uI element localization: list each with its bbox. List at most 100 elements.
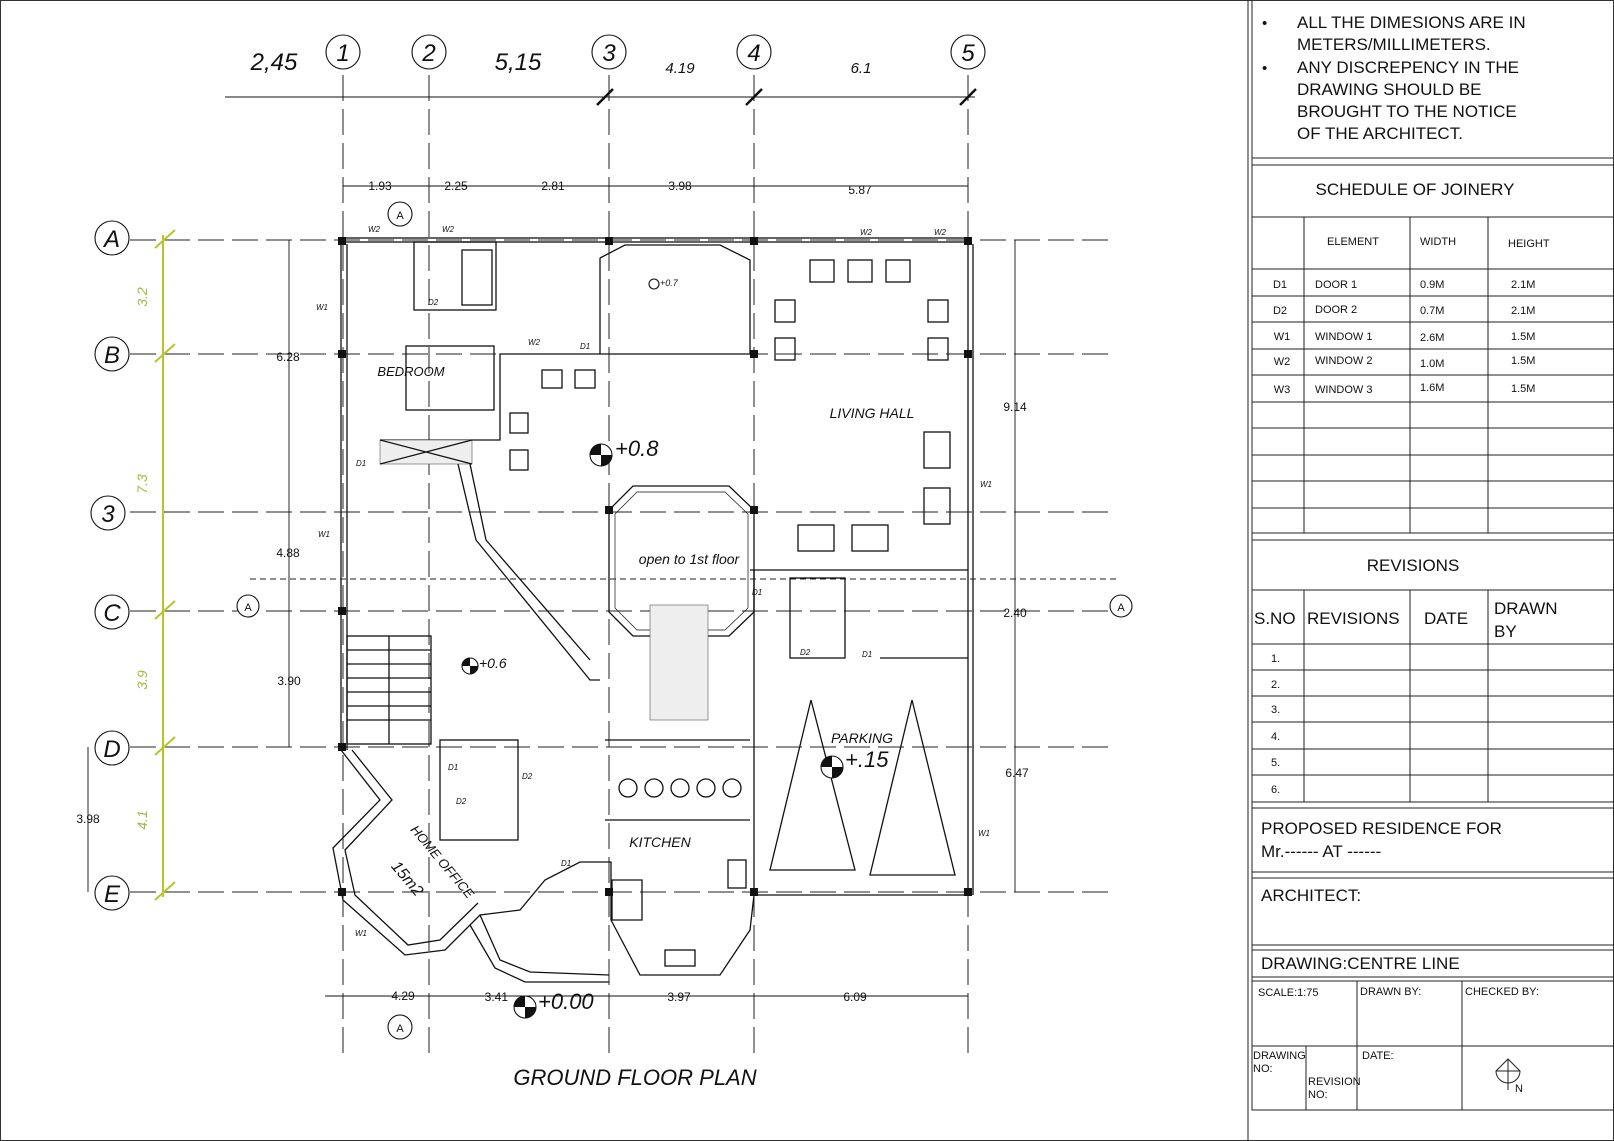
svg-text:PROPOSED RESIDENCE FOR: PROPOSED RESIDENCE FOR	[1261, 819, 1502, 838]
svg-text:D1: D1	[752, 588, 762, 597]
svg-text:METERS/MILLIMETERS.: METERS/MILLIMETERS.	[1297, 35, 1491, 54]
svg-text:D1: D1	[356, 459, 366, 468]
svg-text:•: •	[1262, 60, 1267, 77]
svg-text:5.87: 5.87	[848, 183, 872, 197]
section-marker-left: A	[236, 594, 260, 618]
section-markers: A A A A	[236, 201, 1133, 1040]
level-marker-0.00: +0.00	[513, 989, 594, 1019]
section-marker-bottom: A	[387, 1014, 413, 1040]
section-marker-top: A	[387, 201, 413, 227]
svg-text:+0.7: +0.7	[660, 278, 679, 288]
svg-text:4.: 4.	[1271, 731, 1280, 743]
svg-text:D1: D1	[862, 650, 872, 659]
svg-text:W1: W1	[1274, 331, 1291, 343]
svg-text:1.6M: 1.6M	[1420, 382, 1444, 394]
svg-text:REVISIONS: REVISIONS	[1367, 556, 1460, 575]
svg-text:NO:: NO:	[1308, 1089, 1328, 1101]
svg-text:D1: D1	[448, 763, 458, 772]
svg-text:A: A	[396, 1023, 404, 1035]
svg-text:BROUGHT TO THE NOTICE: BROUGHT TO THE NOTICE	[1297, 102, 1517, 121]
svg-text:3.90: 3.90	[277, 674, 301, 688]
furniture	[461, 249, 951, 721]
svg-text:REVISIONS: REVISIONS	[1307, 609, 1400, 628]
svg-text:DOOR 1: DOOR 1	[1315, 279, 1357, 291]
project-box: PROPOSED RESIDENCE FOR Mr.------ AT ----…	[1251, 807, 1614, 873]
level-markers: +0.8 +0.6 +.15 +0.00 +0.7	[461, 278, 889, 1019]
svg-text:W1: W1	[316, 303, 328, 312]
room-label-kitchen: KITCHEN	[629, 834, 691, 850]
svg-text:D: D	[103, 736, 120, 763]
svg-text:DOOR 2: DOOR 2	[1315, 304, 1357, 316]
parking-cars	[769, 699, 956, 876]
svg-text:D2: D2	[522, 772, 533, 781]
grid-bubble-3-row: 3	[90, 495, 126, 531]
north-arrow-icon: N	[1495, 1058, 1523, 1095]
svg-text:C: C	[103, 600, 121, 627]
svg-text:D2: D2	[1273, 305, 1287, 317]
grid-bubble-A: A	[94, 220, 130, 256]
svg-text:5: 5	[961, 40, 975, 67]
level-marker-0.8: +0.8	[589, 436, 659, 467]
svg-text:ALL THE DIMESIONS ARE IN: ALL THE DIMESIONS ARE IN	[1297, 13, 1526, 32]
svg-text:1.5M: 1.5M	[1511, 331, 1535, 343]
svg-text:A: A	[244, 602, 252, 614]
svg-text:D1: D1	[561, 859, 571, 868]
svg-text:OF THE ARCHITECT.: OF THE ARCHITECT.	[1297, 124, 1463, 143]
drawing-name-box: DRAWING:CENTRE LINE	[1251, 949, 1614, 978]
svg-text:W2: W2	[860, 228, 873, 237]
svg-text:6.1: 6.1	[851, 60, 872, 77]
grid-bubble-E: E	[94, 875, 130, 911]
svg-text:A: A	[396, 210, 404, 222]
svg-text:2.1M: 2.1M	[1511, 279, 1535, 291]
svg-text:W1: W1	[978, 829, 990, 838]
svg-text:3.98: 3.98	[668, 179, 692, 193]
svg-text:HEIGHT: HEIGHT	[1508, 238, 1550, 250]
svg-text:1.5M: 1.5M	[1511, 355, 1535, 367]
svg-text:D2: D2	[800, 648, 811, 657]
svg-text:3.: 3.	[1271, 704, 1280, 716]
section-marker-right: A	[1109, 594, 1133, 618]
svg-text:W2: W2	[368, 225, 381, 234]
svg-text:DRAWING SHOULD BE: DRAWING SHOULD BE	[1297, 80, 1482, 99]
svg-text:CHECKED BY:: CHECKED BY:	[1465, 986, 1539, 998]
svg-text:SCHEDULE OF JOINERY: SCHEDULE OF JOINERY	[1315, 180, 1514, 199]
svg-text:W1: W1	[318, 530, 330, 539]
staircase	[346, 635, 432, 745]
level-marker-0.7: +0.7	[648, 278, 679, 290]
room-label-parking: PARKING	[831, 730, 893, 746]
svg-text:D2: D2	[428, 298, 439, 307]
svg-text:ELEMENT: ELEMENT	[1327, 236, 1379, 248]
svg-text:4.88: 4.88	[276, 546, 300, 560]
svg-text:SCALE:1:75: SCALE:1:75	[1258, 987, 1319, 999]
svg-text:•: •	[1262, 15, 1267, 32]
svg-text:4.19: 4.19	[665, 60, 695, 77]
svg-text:1.: 1.	[1271, 653, 1280, 665]
svg-text:1.5M: 1.5M	[1511, 383, 1535, 395]
revisions-table: REVISIONS S.NO REVISIONS DATE DRAWN BY 1…	[1251, 539, 1614, 803]
svg-text:ARCHITECT:: ARCHITECT:	[1261, 886, 1361, 905]
svg-text:9.14: 9.14	[1003, 400, 1027, 414]
svg-text:3: 3	[602, 40, 616, 67]
level-marker-0.6: +0.6	[461, 655, 507, 675]
svg-text:6.09: 6.09	[843, 990, 867, 1004]
svg-text:0.9M: 0.9M	[1420, 279, 1444, 291]
svg-text:N: N	[1515, 1083, 1523, 1095]
svg-text:WINDOW 2: WINDOW 2	[1315, 355, 1372, 367]
svg-text:1: 1	[336, 40, 349, 67]
room-label-bedroom: BEDROOM	[377, 364, 444, 379]
svg-text:3.97: 3.97	[667, 990, 691, 1004]
svg-text:W3: W3	[1274, 384, 1291, 396]
kitchen-counter	[618, 778, 747, 967]
svg-text:E: E	[104, 881, 121, 908]
svg-text:5,15: 5,15	[495, 49, 542, 76]
svg-text:DRAWING: DRAWING	[1253, 1050, 1306, 1062]
svg-text:WINDOW 1: WINDOW 1	[1315, 331, 1372, 343]
svg-text:2.40: 2.40	[1003, 606, 1027, 620]
svg-text:DRAWN: DRAWN	[1494, 599, 1558, 618]
svg-text:7.3: 7.3	[134, 474, 150, 494]
svg-text:NO:: NO:	[1253, 1063, 1273, 1075]
svg-text:5.: 5.	[1271, 757, 1280, 769]
